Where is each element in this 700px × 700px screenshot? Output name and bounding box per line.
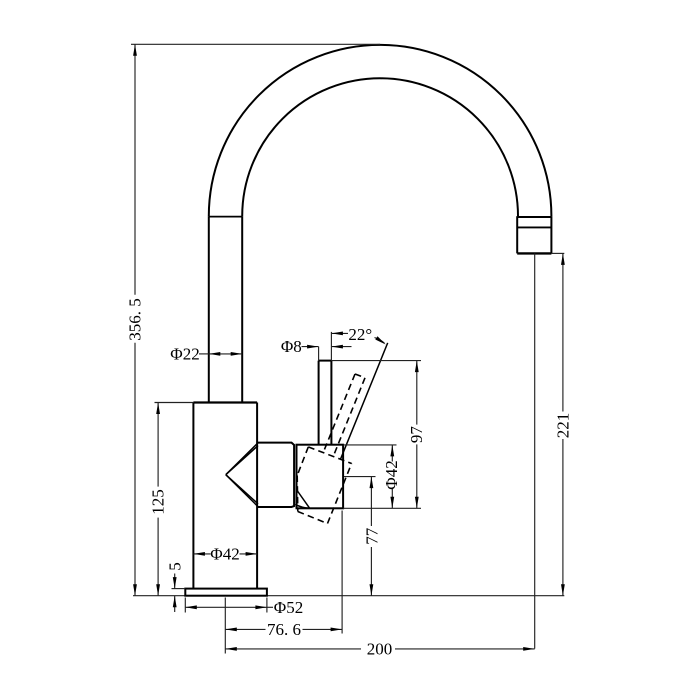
svg-text:Φ52: Φ52 — [274, 598, 303, 617]
svg-text:Φ8: Φ8 — [281, 337, 302, 356]
svg-text:125: 125 — [149, 489, 168, 515]
svg-text:Φ42: Φ42 — [382, 460, 401, 489]
svg-text:221: 221 — [553, 413, 572, 439]
svg-text:5: 5 — [166, 562, 185, 571]
svg-text:Φ42: Φ42 — [210, 545, 239, 564]
svg-text:97: 97 — [407, 426, 426, 444]
svg-text:77: 77 — [363, 527, 382, 545]
svg-text:22°: 22° — [348, 325, 372, 344]
svg-text:76. 6: 76. 6 — [267, 620, 301, 639]
svg-text:200: 200 — [367, 640, 393, 659]
svg-text:356. 5: 356. 5 — [125, 298, 144, 341]
svg-text:Φ22: Φ22 — [170, 344, 199, 363]
